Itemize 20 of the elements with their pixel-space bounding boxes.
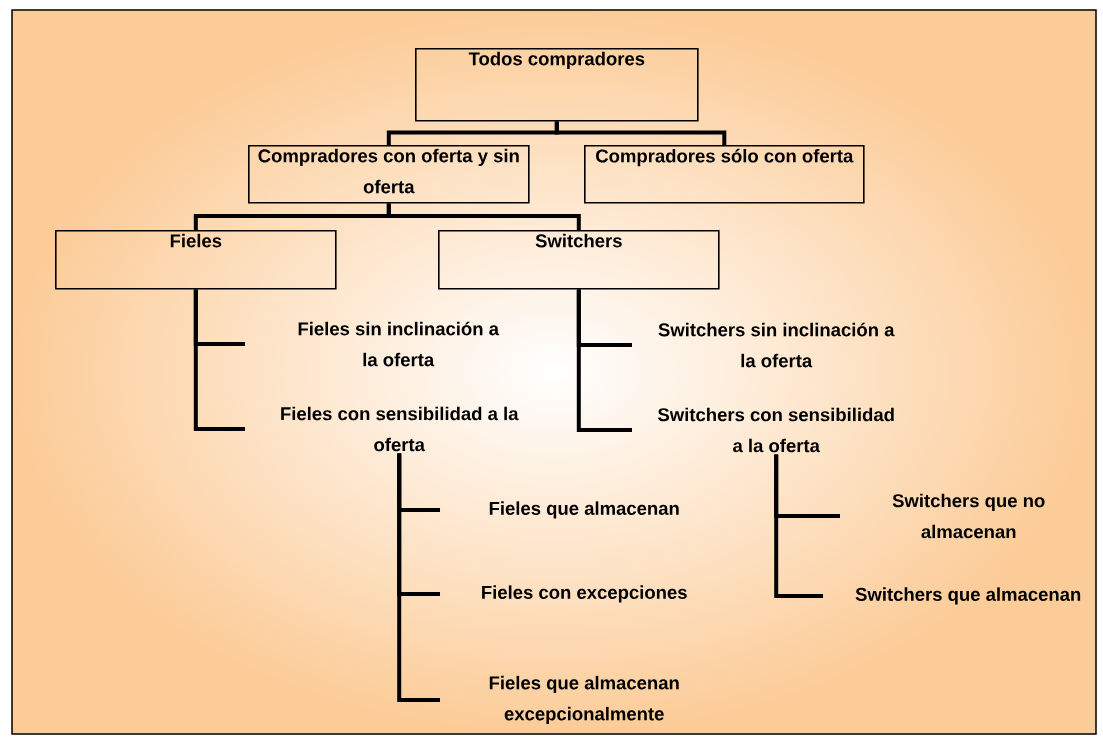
category-label: Switchers que almacenan [855,587,1081,605]
tree-connector [193,289,245,431]
category-box: Compradores sólo con oferta [584,145,865,204]
tree-connector [386,203,581,230]
category-box: Todos compradores [415,48,699,122]
tree-connector [774,454,823,598]
category-label: Fieles con sensibilidad a la oferta [281,406,519,452]
category-box: Compradores con oferta y sin oferta [248,145,530,204]
category-label: Fieles que almacenan [489,501,679,519]
tree-connector [397,453,440,702]
category-label: Fieles sin inclinación a la oferta [298,321,500,367]
tree-connector [576,289,632,432]
category-box: Fieles [55,230,337,290]
category-label: Switchers con sensibilidad a la oferta [658,407,894,453]
category-label: Switchers que no almacenan [892,493,1045,539]
tree-connector [554,121,727,145]
category-label: Fieles que almacenan excepcionalmente [489,675,679,725]
category-label: Fieles con excepciones [482,585,687,603]
category-label: Switchers sin inclinación a la oferta [658,322,895,368]
category-box: Switchers [438,230,720,290]
